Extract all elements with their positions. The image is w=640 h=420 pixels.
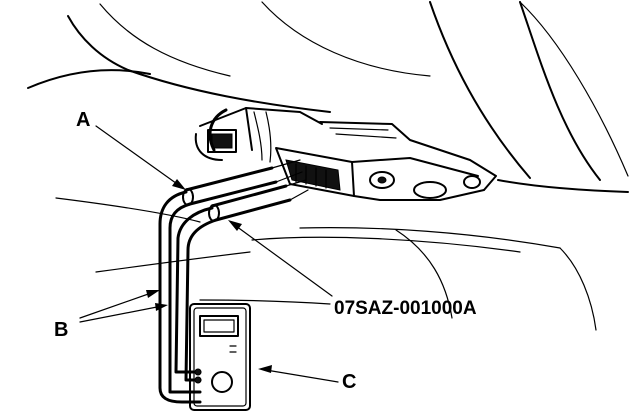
callout-b-label: B xyxy=(54,319,68,341)
ecm-connector-assembly xyxy=(194,107,497,201)
leader-arrows xyxy=(79,125,339,383)
multimeter xyxy=(189,303,251,411)
callout-c-label: C xyxy=(342,371,356,393)
test-probe-leads xyxy=(158,159,309,404)
part-number-label: 07SAZ-001000A xyxy=(334,298,477,319)
callout-a-label: A xyxy=(76,109,90,131)
vehicle-body-outline xyxy=(27,1,629,331)
